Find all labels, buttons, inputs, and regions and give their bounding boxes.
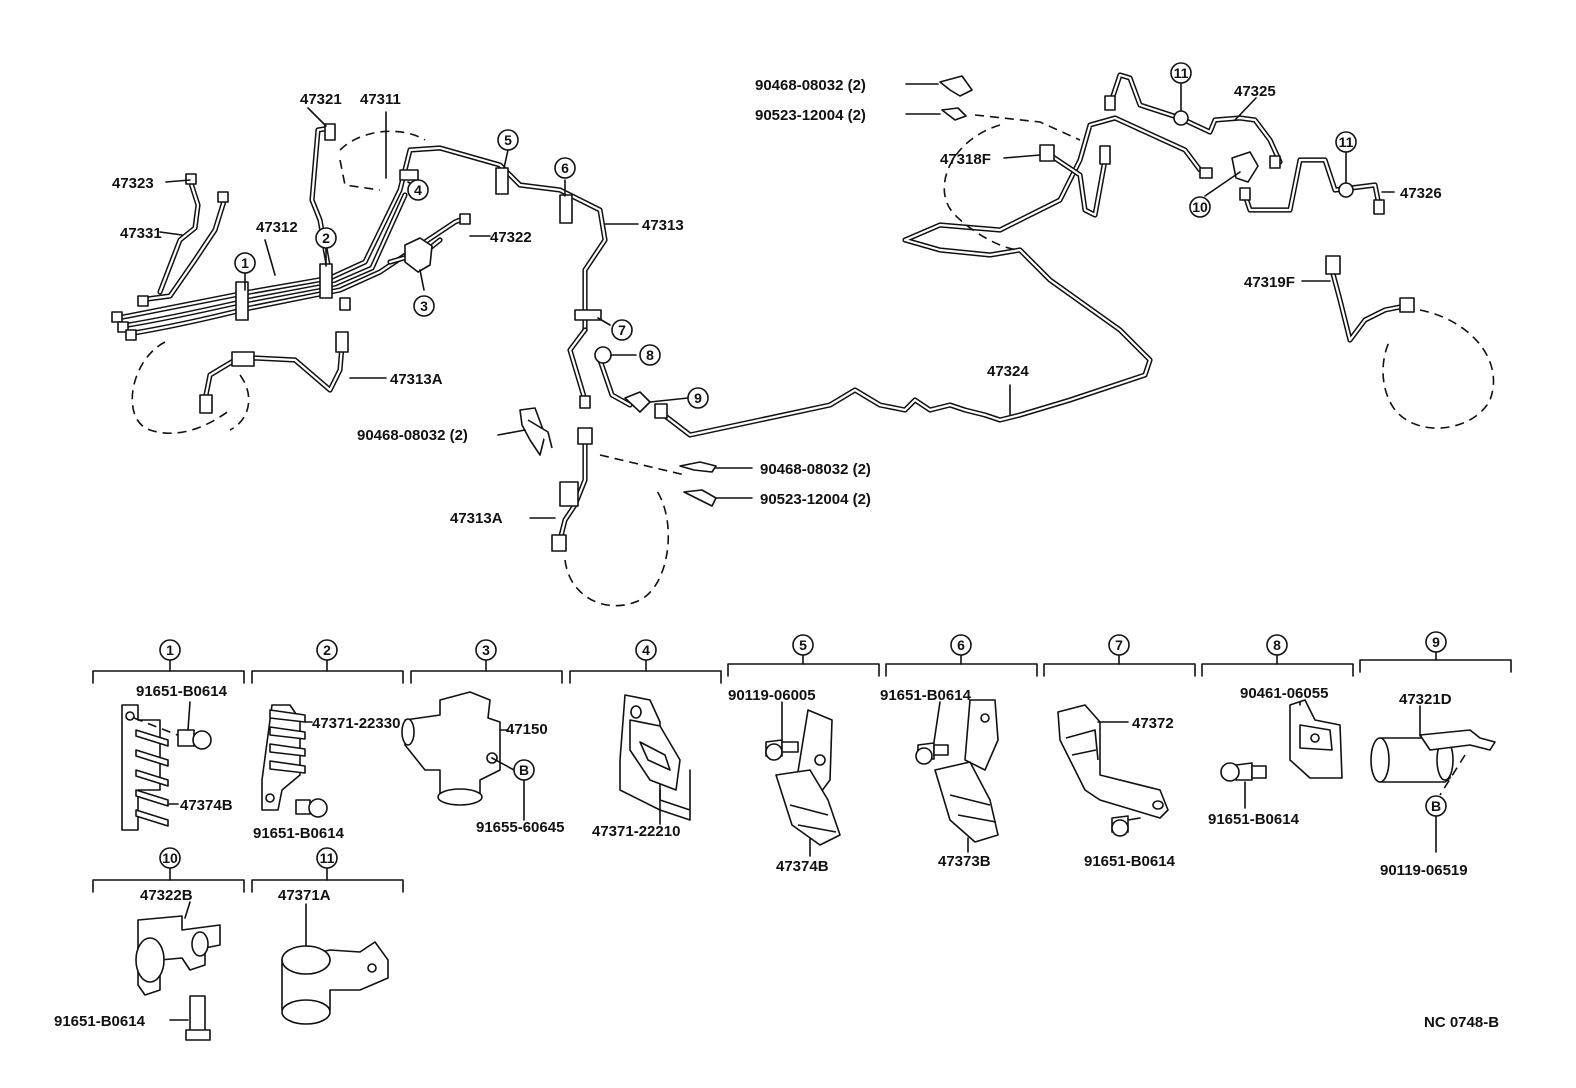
clamp-5-on-tube: [495, 167, 509, 195]
clamp-2-on-tube: [319, 263, 333, 299]
clips-middle: [519, 407, 717, 507]
clips-top-right: [939, 75, 973, 121]
callout-circles-main: 1 2 3 4 5 6 7 8 9 10 11 11: [234, 62, 1357, 409]
detail-5-label-screw: 90119-06005: [728, 687, 816, 704]
detail-4-bracket: 47371-22210: [592, 694, 691, 840]
callout-3: 3: [420, 298, 428, 314]
label-90523-top: 90523-12004 (2): [755, 107, 866, 124]
clamp-7-on-tube: [574, 309, 602, 321]
detail-header-2: 2: [323, 642, 331, 658]
junction-3-on-tube: [404, 237, 433, 273]
detail-8-clamp: 90461-06055 91651-B0614: [1208, 685, 1343, 828]
detail-header-4: 4: [642, 642, 650, 658]
detail-3-label-bolt: 91655-60645: [476, 819, 564, 836]
label-47331: 47331: [120, 225, 162, 242]
detail-5-label-clamp: 47374B: [776, 858, 829, 875]
label-47313A-top: 47313A: [390, 371, 443, 388]
hose-47313A-left: [131, 331, 349, 434]
junction-9-on-tube: [624, 391, 651, 413]
detail-6-clamp: 91651-B0614 47373B: [880, 687, 999, 870]
detail-9-label-bolt: 90119-06519: [1380, 862, 1468, 879]
label-90468-mid: 90468-08032 (2): [760, 461, 871, 478]
detail-2-label-clamp: 47371-22330: [312, 715, 400, 732]
right-rear-tubes: [943, 72, 1385, 251]
detail-7-label-screw: 91651-B0614: [1084, 853, 1176, 870]
label-90523-mid: 90523-12004 (2): [760, 491, 871, 508]
detail-header-9: 9: [1432, 634, 1440, 650]
detail-header-1: 1: [166, 642, 174, 658]
callout-6: 6: [561, 160, 569, 176]
label-47323: 47323: [112, 175, 154, 192]
bracket-4-on-tube: [399, 169, 419, 181]
label-47311: 47311: [360, 91, 401, 108]
label-47312: 47312: [256, 219, 298, 236]
label-47324: 47324: [987, 363, 1029, 380]
label-47326: 47326: [1400, 185, 1442, 202]
callout-2: 2: [322, 230, 330, 246]
callout-11-a: 11: [1174, 65, 1189, 81]
detail-10-label-clamp: 47322B: [140, 887, 193, 904]
detail-headers-row1: 1 2 3 4 5 6 7 8 9: [92, 631, 1512, 684]
label-90468-left: 90468-08032 (2): [357, 427, 468, 444]
callout-5: 5: [504, 132, 512, 148]
detail-6-label-screw: 91651-B0614: [880, 687, 972, 704]
detail-10-clamp: 47322B 91651-B0614: [54, 887, 221, 1041]
detail-header-7: 7: [1115, 637, 1123, 653]
callout-8: 8: [646, 347, 654, 363]
label-47322: 47322: [490, 229, 532, 246]
detail-8-label-clamp: 90461-06055: [1240, 685, 1328, 702]
detail-4-label-bracket: 47371-22210: [592, 823, 680, 840]
label-47325: 47325: [1234, 83, 1276, 100]
detail-8-label-screw: 91651-B0614: [1208, 811, 1300, 828]
detail-9-ref-b: B: [1431, 798, 1441, 814]
detail-1-label-screw: 91651-B0614: [136, 683, 228, 700]
detail-3-way-joint: B 47150 91655-60645: [401, 691, 564, 836]
detail-1-clamp: 91651-B0614 47374B: [121, 683, 233, 831]
callout-11-b: 11: [1339, 134, 1354, 150]
detail-2-clamp: 47371-22330 91651-B0614: [253, 704, 400, 842]
detail-3-ref-b: B: [519, 762, 529, 778]
label-47313A-mid: 47313A: [450, 510, 503, 527]
detail-11-label-clamp: 47371A: [278, 887, 331, 904]
part-labels: 47321 47311 47323 47331 47312 47322 4731…: [112, 77, 1499, 1031]
hose-47319F: [1325, 255, 1495, 429]
label-47313: 47313: [642, 217, 684, 234]
callout-10: 10: [1192, 199, 1208, 215]
detail-header-6: 6: [957, 637, 965, 653]
tube-47324: [654, 115, 1203, 438]
detail-header-8: 8: [1273, 637, 1281, 653]
clamp-8-on-tube: [594, 346, 612, 364]
detail-header-11: 11: [320, 850, 335, 866]
callout-9: 9: [694, 390, 702, 406]
diagram-code: NC 0748-B: [1424, 1014, 1499, 1031]
detail-header-10: 10: [162, 850, 178, 866]
detail-6-label-clamp: 47373B: [938, 853, 991, 870]
clamp-6-on-tube: [559, 194, 573, 224]
detail-header-3: 3: [482, 642, 490, 658]
label-90468-top: 90468-08032 (2): [755, 77, 866, 94]
detail-7-label-clamp: 47372: [1132, 715, 1174, 732]
callout-7: 7: [618, 322, 626, 338]
detail-3-label-joint: 47150: [506, 721, 548, 738]
callout-4: 4: [414, 182, 422, 198]
detail-11-clamp: 47371A: [278, 887, 389, 1025]
detail-1-label-clamp: 47374B: [180, 797, 233, 814]
clamp-1-on-tube: [235, 281, 249, 321]
label-47321: 47321: [300, 91, 342, 108]
detail-9-label-clamp: 47321D: [1399, 691, 1452, 708]
detail-2-label-screw: 91651-B0614: [253, 825, 345, 842]
label-47318F: 47318F: [940, 151, 991, 168]
detail-headers-row2: 10 11: [92, 847, 404, 893]
label-47319F: 47319F: [1244, 274, 1295, 291]
detail-7-clamp: 47372 91651-B0614: [1057, 704, 1176, 870]
detail-header-5: 5: [799, 637, 807, 653]
leader-lines: [159, 82, 1395, 519]
detail-9-clamp: B 47321D 90119-06519: [1370, 691, 1496, 879]
hose-47313A-mid: [551, 427, 686, 607]
detail-5-clamp: 90119-06005 47374B: [728, 687, 841, 875]
callout-1: 1: [241, 255, 249, 271]
detail-10-label-bolt: 91651-B0614: [54, 1013, 146, 1030]
